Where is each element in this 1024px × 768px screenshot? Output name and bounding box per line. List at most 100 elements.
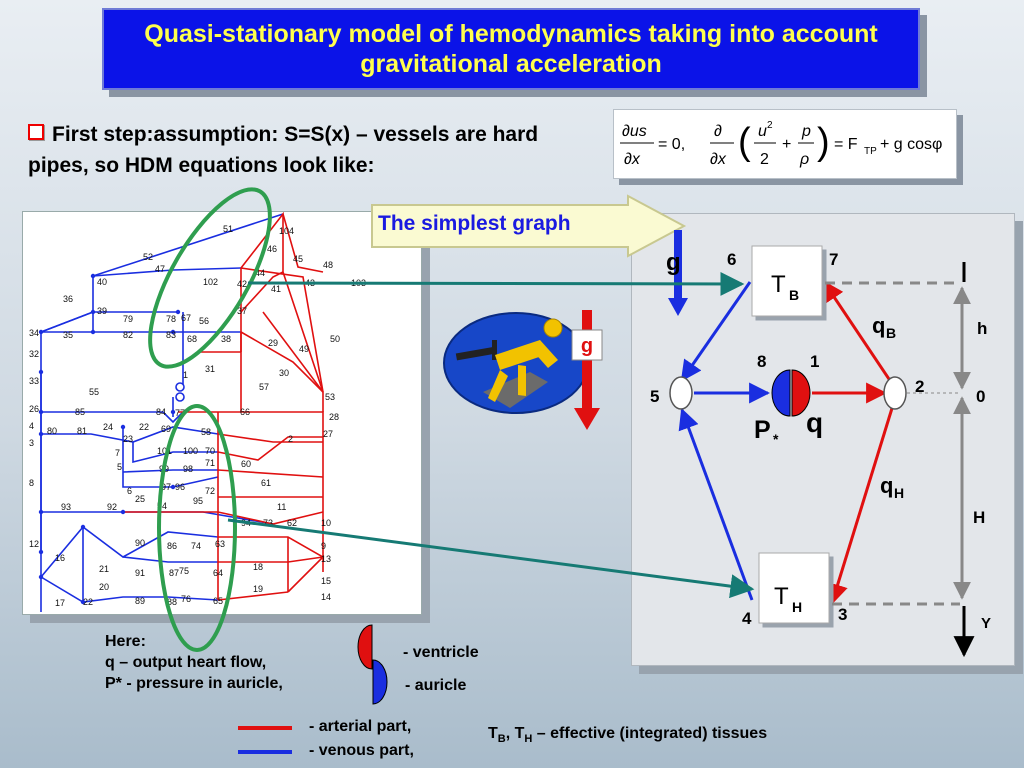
network-node-label: 85 [75, 407, 85, 417]
vessel-node [38, 369, 44, 375]
network-node-label: 48 [323, 260, 333, 270]
simplest-graph-text: The simplest graph [378, 212, 571, 235]
vessel-node [38, 431, 44, 437]
h-label: h [977, 319, 987, 338]
vessel-segment [240, 271, 284, 313]
eq-op-num: ∂ [714, 123, 722, 140]
network-node-label: 76 [181, 594, 191, 604]
network-node-label: 20 [99, 582, 109, 592]
pilot-figure-icon [443, 312, 589, 414]
network-node-label: 78 [166, 314, 176, 324]
legend-venous: - venous part, [309, 742, 414, 759]
network-node-label: 69 [161, 424, 171, 434]
network-node-label: 36 [63, 294, 73, 304]
network-node-label: 13 [321, 554, 331, 564]
vessel-terminal-node [175, 382, 185, 392]
vessel-node [120, 509, 126, 515]
network-node-label: 2 [288, 434, 293, 444]
node-label-4: 4 [742, 609, 752, 628]
network-node-label: 64 [213, 568, 223, 578]
network-node-label: 89 [135, 596, 145, 606]
network-node-label: 45 [293, 254, 303, 264]
edge-2-to-TB [822, 280, 895, 386]
network-node-label: 52 [143, 252, 153, 262]
TB-label: T [771, 271, 786, 298]
network-node-label: 27 [323, 429, 333, 439]
vessel-segment [218, 536, 325, 593]
eq-den2: 2 [760, 151, 769, 168]
network-node-label: 49 [299, 344, 309, 354]
assumption-text: First step:assumption: S=S(x) – vessels … [28, 119, 598, 181]
network-node-label: 11 [277, 502, 286, 512]
network-node-label: 3 [29, 438, 34, 448]
network-node-label: 67 [181, 313, 191, 323]
legend-here: Here: [105, 633, 146, 650]
eq-p: p [801, 123, 811, 140]
vessel-node [80, 599, 86, 605]
legend-tissues-T2: , T [505, 725, 525, 742]
network-node-label: 6 [127, 486, 132, 496]
network-node-label: 35 [63, 330, 73, 340]
network-node-label: 92 [107, 502, 117, 512]
network-node-label: 10 [321, 518, 331, 528]
network-node-label: 22 [139, 422, 149, 432]
heart-icon [771, 369, 811, 417]
legend-ventricle: - ventricle [403, 644, 479, 661]
vessel-node [170, 329, 176, 335]
network-node-label: 51 [223, 224, 233, 234]
network-node-label: 57 [259, 382, 269, 392]
network-node-label: 104 [279, 226, 294, 236]
network-node-label: 72 [205, 486, 215, 496]
network-node-label: 38 [221, 334, 231, 344]
legend-line1: q – output heart flow, [105, 654, 267, 671]
network-node-label: 30 [279, 368, 289, 378]
edge-TH-to-5 [678, 408, 754, 601]
network-node-label: 5 [117, 462, 122, 472]
network-node-label: 47 [155, 264, 165, 274]
vessel-segment [40, 576, 219, 603]
TB-sub: B [789, 287, 799, 303]
network-node-label: 42 [237, 279, 247, 289]
edge-TB-to-5 [680, 281, 752, 382]
network-node-label: 24 [103, 422, 113, 432]
connector-to-TB [247, 271, 745, 296]
vessel-node [90, 309, 96, 315]
legend-auricle: - auricle [405, 677, 467, 694]
legend-arterial: - arterial part, [309, 718, 412, 735]
network-node-label: 32 [29, 349, 39, 359]
network-node-label: 15 [321, 576, 331, 586]
network-node-label: 1 [183, 370, 188, 380]
qB-label: q [872, 313, 885, 338]
eq-rhs-tail: + g cosφ [880, 136, 942, 153]
network-node-label: 98 [183, 464, 193, 474]
simplest-graph-label: The simplest graph [378, 212, 571, 236]
network-node-label: 81 [77, 426, 87, 436]
hdm-equations: ∂us ∂x = 0, ∂ ∂x ( u 2 2 + p ρ ) = F TP … [613, 109, 957, 179]
vessel-node [90, 329, 96, 335]
page-title: Quasi-stationary model of hemodynamics t… [144, 20, 878, 78]
network-node-label: 58 [201, 427, 211, 437]
qH-label: q [880, 473, 893, 498]
legend-line2: P* - pressure in auricle, [105, 675, 283, 692]
legend-tissues: TB, TH – effective (integrated) tissues [488, 725, 778, 748]
eq-u: u [758, 123, 767, 140]
auricle-icon [372, 659, 388, 705]
network-node-label: 66 [240, 407, 250, 417]
vessel-segment [122, 469, 218, 473]
node-label-6: 6 [727, 250, 736, 269]
legend-tissues-T1: T [488, 725, 498, 742]
network-node-label: 102 [203, 277, 218, 287]
zero-label: 0 [976, 387, 985, 406]
network-node-label: 26 [29, 404, 39, 414]
node-2 [883, 376, 907, 410]
vessel-segment [132, 442, 218, 464]
vessel-node [38, 549, 44, 555]
network-node-label: 95 [193, 496, 203, 506]
vessel-node [80, 524, 86, 530]
legend-here-block: Here: q – output heart flow, P* - pressu… [105, 631, 283, 694]
network-node-label: 55 [89, 387, 99, 397]
network-node-label: 54 [157, 501, 167, 511]
H-label: H [973, 508, 985, 527]
qB-sub: B [886, 325, 896, 341]
gravity-label: g [666, 249, 681, 276]
